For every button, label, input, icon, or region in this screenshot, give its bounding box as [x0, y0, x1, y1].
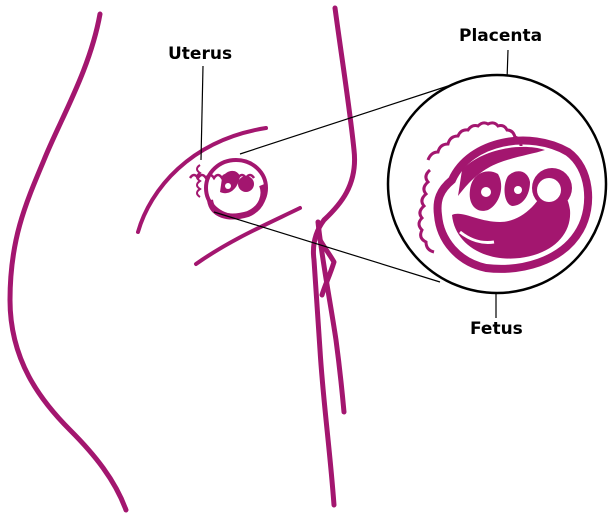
- uterus-label: Uterus: [168, 44, 232, 64]
- back-outline: [10, 14, 126, 510]
- uterus-lining-left: [197, 165, 200, 197]
- belly-outline: [313, 8, 354, 505]
- fetus-label: Fetus: [470, 319, 523, 339]
- placenta-label: Placenta: [459, 26, 542, 46]
- uterus-leader: [201, 66, 203, 160]
- small-uterus: [206, 160, 266, 216]
